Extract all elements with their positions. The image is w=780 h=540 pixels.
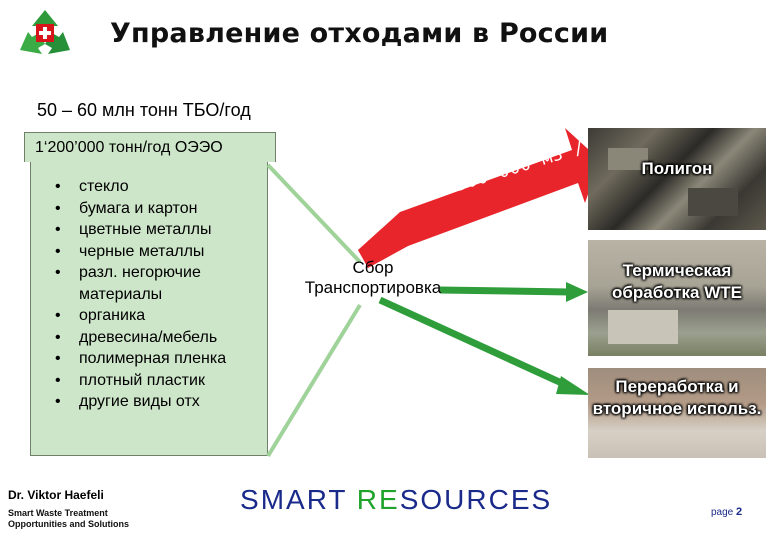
list-item: полимерная пленка <box>55 348 265 370</box>
author-organization: Smart Waste Treatment Opportunities and … <box>8 508 129 529</box>
wte-plant-photo: Термическая обработка WTE <box>588 240 766 356</box>
funnel-line-top <box>266 163 362 264</box>
funnel-line-bottom <box>266 303 362 458</box>
list-item: разл. негорючие материалы <box>55 262 265 305</box>
landfill-photo: Полигон <box>588 128 766 230</box>
waste-fraction-list: стекло бумага и картон цветные металлы ч… <box>55 176 265 413</box>
page-title: Управление отходами в России <box>110 18 609 49</box>
brand-logo-text: SMART RESOURCES <box>240 484 553 515</box>
collection-transport-label: Сбор Транспортировка <box>283 258 463 298</box>
page-number: page 2 <box>711 506 743 518</box>
list-item: другие виды отх <box>55 391 265 413</box>
wte-label: Термическая обработка WTE <box>612 261 742 302</box>
list-item: цветные металлы <box>55 219 265 241</box>
recycling-facility-photo: Переработка и вторичное использ. <box>588 368 766 458</box>
collection-label: Сбор <box>352 258 394 277</box>
list-item: бумага и картон <box>55 198 265 220</box>
wte-flow-line <box>439 286 571 296</box>
msw-volume-label: 50 – 60 млн тонн ТБО/год <box>37 100 251 120</box>
weee-panel-header: 1‘200’000 тонн/год ОЭЭО <box>24 132 276 162</box>
landfill-label: Полигон <box>641 159 713 178</box>
recycling-label: Переработка и вторичное использ. <box>592 377 762 418</box>
recycling-flow-arrowhead <box>556 376 590 395</box>
list-item: стекло <box>55 176 265 198</box>
transport-label: Транспортировка <box>304 278 442 297</box>
list-item: органика <box>55 305 265 327</box>
list-item: черные металлы <box>55 241 265 263</box>
recycling-swiss-cross-icon <box>20 10 70 54</box>
wte-flow-arrowhead <box>566 282 588 302</box>
list-item: древесина/мебель <box>55 327 265 349</box>
landfill-flow-arrow <box>358 128 600 268</box>
author-name: Dr. Viktor Haefeli <box>8 488 104 502</box>
recycling-flow-line <box>378 296 568 389</box>
list-item: плотный пластик <box>55 370 265 392</box>
